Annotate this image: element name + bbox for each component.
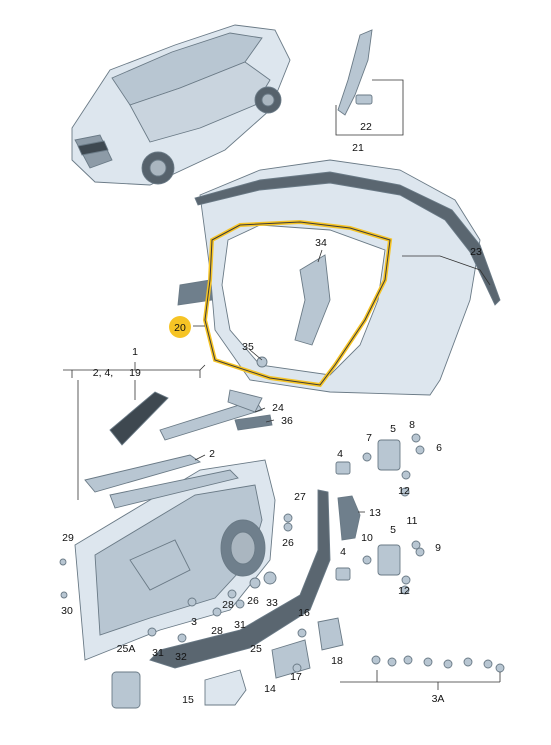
label-14: 14 — [264, 683, 276, 695]
label-35: 35 — [242, 341, 254, 353]
label-15: 15 — [182, 694, 194, 706]
label-4a: 4 — [337, 448, 343, 460]
label-25A: 25A — [117, 643, 136, 655]
label-24: 24 — [272, 402, 284, 414]
label-22: 22 — [360, 121, 372, 133]
label-9: 9 — [435, 542, 441, 554]
label-2: 2 — [209, 448, 215, 460]
label-11: 11 — [407, 515, 418, 527]
label-17: 17 — [290, 671, 302, 683]
label-3: 3 — [191, 616, 197, 628]
label-1: 1 — [132, 346, 138, 358]
label-30: 30 — [61, 605, 73, 617]
label-31b: 31 — [152, 647, 164, 659]
label-36: 36 — [281, 415, 293, 427]
trim-strip-part-21 — [335, 29, 404, 136]
label-32: 32 — [175, 651, 187, 663]
body-side-frame — [177, 159, 501, 396]
window-trims — [84, 389, 273, 509]
label-34: 34 — [315, 237, 327, 249]
label-20: 20 — [174, 322, 186, 334]
label-12b: 12 — [398, 585, 410, 597]
callout-labels: 22 21 23 34 35 1 2, 4, 19 24 36 2 7 5 8 … — [61, 121, 482, 706]
label-7: 7 — [366, 432, 372, 444]
label-25: 25 — [250, 643, 262, 655]
screw-set-3A — [371, 655, 505, 673]
label-28b: 28 — [211, 625, 223, 637]
label-23: 23 — [470, 246, 482, 258]
label-31a: 31 — [234, 619, 246, 631]
label-18: 18 — [331, 655, 343, 667]
label-26a: 26 — [282, 537, 294, 549]
car-illustration — [71, 24, 291, 186]
label-19: 19 — [129, 367, 141, 379]
highlight-badge-20: 20 — [169, 316, 191, 338]
label-5b: 5 — [390, 524, 396, 536]
label-28a: 28 — [222, 599, 234, 611]
label-13: 13 — [369, 507, 381, 519]
label-12a: 12 — [398, 485, 410, 497]
label-8: 8 — [409, 419, 415, 431]
label-4b: 4 — [340, 546, 346, 558]
label-33: 33 — [266, 597, 278, 609]
label-10: 10 — [361, 532, 373, 544]
label-3A: 3A — [432, 693, 445, 705]
hinge-hardware — [59, 356, 505, 709]
leader-lines — [63, 249, 501, 690]
label-6: 6 — [436, 442, 442, 454]
label-21: 21 — [352, 142, 364, 154]
label-2-4: 2, 4, — [93, 367, 113, 379]
label-27: 27 — [294, 491, 306, 503]
label-16: 16 — [298, 607, 310, 619]
label-5a: 5 — [390, 423, 396, 435]
label-29: 29 — [62, 532, 74, 544]
label-26b: 26 — [247, 595, 259, 607]
door-panel-assembly — [74, 459, 331, 669]
